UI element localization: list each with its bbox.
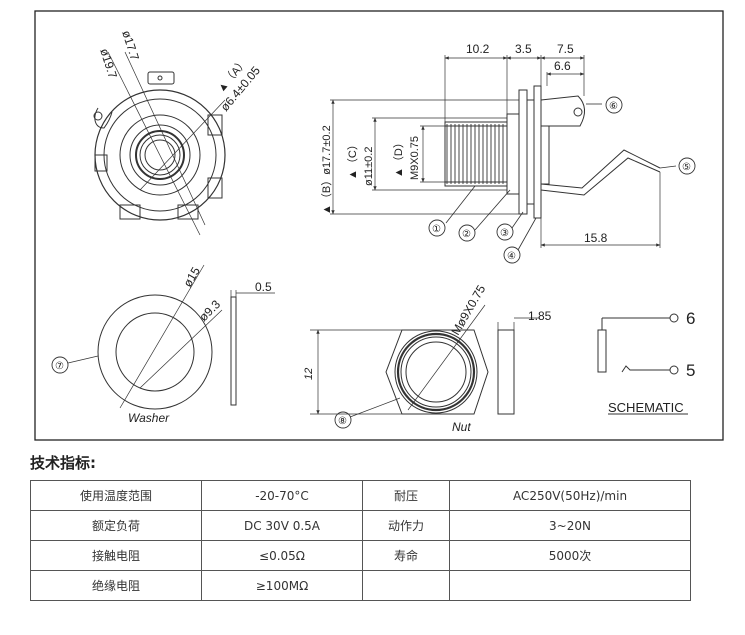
side-view-thread: [444, 121, 508, 187]
nut-dim-thickness: 1.85: [528, 309, 552, 323]
spec-label: 耐压: [362, 480, 450, 511]
side-dim-lines: [330, 55, 661, 248]
side-dim-b: ▲（B）ø17.7±0.2: [320, 125, 333, 215]
schematic-spring-5: [621, 365, 670, 373]
schematic-pin-6: 6: [686, 309, 695, 328]
side-dim-c-tag: ▲（C）: [346, 139, 359, 180]
callout-1: ①: [432, 224, 441, 235]
schematic-pin-5-terminal: [669, 365, 679, 375]
nut-label: Nut: [452, 420, 471, 434]
front-view-outer-ring: [94, 89, 226, 221]
washer-callout: ⑦: [55, 361, 64, 372]
front-view-flange-ring: [103, 98, 217, 212]
callout-4: ④: [507, 251, 516, 262]
washer-callout-circle: [51, 356, 69, 374]
schematic: [597, 313, 688, 415]
side-view-spring-5: [540, 157, 661, 196]
drawing-frame: [34, 10, 724, 441]
washer-label: Washer: [128, 411, 170, 425]
front-view-bushing-ring: [129, 124, 191, 186]
spec-label: 寿命: [362, 540, 450, 571]
side-view-tab-6: [540, 95, 585, 127]
side-dim-top-4: 6.6: [554, 59, 571, 73]
table-row: 接触电阻 ≤0.05Ω 寿命 5000次: [30, 540, 691, 571]
spec-label: [362, 570, 450, 601]
side-view-spring-5-inner: [540, 149, 661, 189]
nut-inner-ring: [400, 336, 472, 408]
side-callout-circles: [428, 96, 696, 264]
side-dim-top-2: 3.5: [515, 42, 532, 56]
spec-value: DC 30V 0.5A: [201, 510, 363, 541]
technical-drawing: ø19.7 ø17.7 ▲（A） ø6.4±0.05: [34, 10, 724, 441]
front-dim-leader-outer: [107, 51, 201, 236]
spec-value: 5000次: [449, 540, 691, 571]
schematic-contact: [597, 329, 607, 373]
spec-label: 接触电阻: [30, 540, 202, 571]
spec-label: 使用温度范围: [30, 480, 202, 511]
front-view-bore-inner: [139, 134, 181, 176]
side-dim-d-tag: ▲（D）: [392, 137, 405, 178]
side-dim-bottom: 15.8: [584, 231, 608, 245]
side-view-tab-6-hole: [573, 107, 583, 117]
nut-callout: ⑧: [338, 416, 347, 427]
washer-side-profile: [230, 296, 237, 406]
spec-value: ≤0.05Ω: [201, 540, 363, 571]
side-view: [330, 55, 696, 264]
table-row: 使用温度范围 -20-70°C 耐压 AC250V(50Hz)/min: [30, 480, 691, 511]
spec-value: [449, 570, 691, 601]
callout-3: ③: [500, 228, 509, 239]
washer-inner-ring: [115, 312, 195, 392]
nut-thread-bore: [405, 341, 467, 403]
spec-value: ≥100MΩ: [201, 570, 363, 601]
washer-outer-ring: [97, 294, 213, 410]
nut-chamfer-ring: [394, 330, 478, 414]
washer-view: [51, 264, 275, 410]
spec-value: -20-70°C: [201, 480, 363, 511]
front-dim-leader-bore: [139, 99, 226, 191]
nut-outer-ring: [396, 332, 476, 412]
nut-side-profile: [497, 329, 515, 415]
spec-value: 3~20N: [449, 510, 691, 541]
front-view-bore: [144, 139, 176, 171]
side-callout-leaders: [445, 103, 677, 251]
nut-dim-height: 12: [303, 368, 315, 380]
spec-value: AC250V(50Hz)/min: [449, 480, 691, 511]
specs-heading: 技术指标:: [30, 454, 96, 472]
washer-dim-thickness: 0.5: [255, 280, 272, 294]
table-row: 额定负荷 DC 30V 0.5A 动作力 3~20N: [30, 510, 691, 541]
spec-label: 额定负荷: [30, 510, 202, 541]
callout-6: ⑥: [609, 101, 618, 112]
front-view-flange: [93, 71, 223, 220]
side-dim-c: ø11±0.2: [363, 147, 375, 186]
spec-label: 动作力: [362, 510, 450, 541]
side-dim-d: M9X0.75: [409, 136, 421, 180]
front-view-thread-ring: [119, 114, 201, 196]
side-dim-top-3: 7.5: [557, 42, 574, 56]
specs-table: 使用温度范围 -20-70°C 耐压 AC250V(50Hz)/min 额定负荷…: [30, 480, 691, 601]
front-dim-leader-flange: [124, 51, 206, 226]
front-view: [93, 51, 226, 236]
spec-label: 绝缘电阻: [30, 570, 202, 601]
table-row: 绝缘电阻 ≥100MΩ: [30, 570, 691, 601]
callout-5: ⑤: [682, 162, 691, 173]
nut-callout-circle: [334, 411, 352, 429]
nut-hex-outline: [385, 329, 489, 415]
schematic-title: SCHEMATIC: [608, 400, 684, 415]
side-dim-top-1: 10.2: [466, 42, 490, 56]
schematic-pin-6-terminal: [669, 313, 679, 323]
front-view-bore-outer: [135, 130, 185, 180]
nut-view: [310, 304, 540, 429]
callout-2: ②: [462, 229, 471, 240]
schematic-pin-5: 5: [686, 361, 695, 380]
